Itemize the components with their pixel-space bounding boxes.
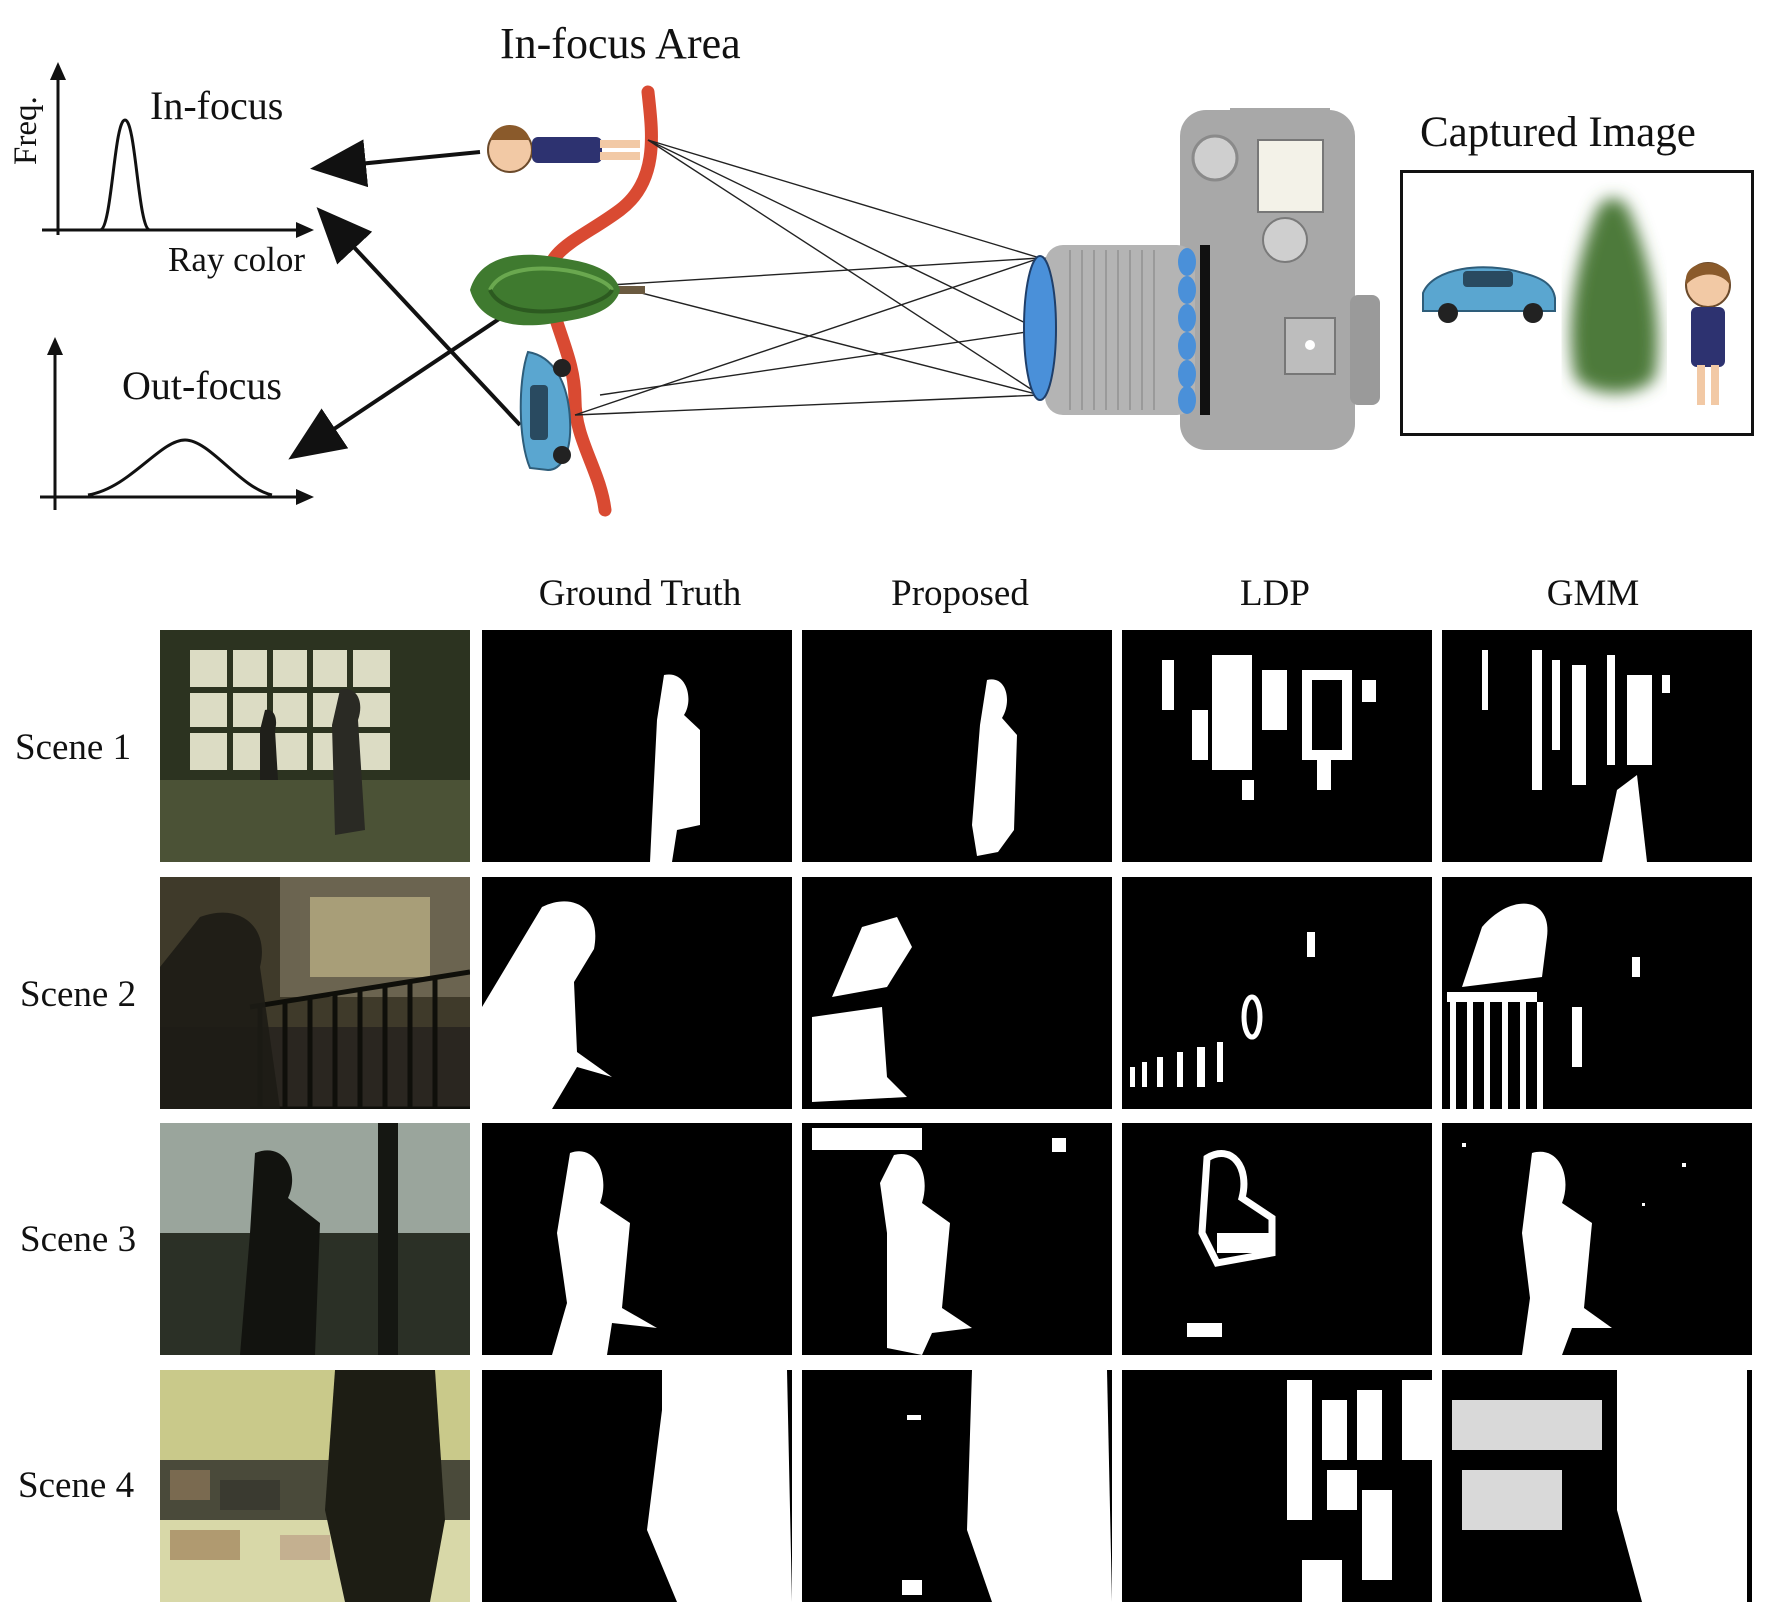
label-infocus: In-focus bbox=[150, 83, 284, 128]
scene-label-3: Scene 3 bbox=[20, 1219, 137, 1260]
axis-y-label: Freq. bbox=[8, 96, 44, 165]
scene-4-gmm-mask bbox=[1442, 1370, 1752, 1602]
infocus-area-title: In-focus Area bbox=[500, 19, 741, 68]
scene-2-gmm-mask bbox=[1442, 877, 1752, 1109]
scene-2-ground-truth-mask bbox=[482, 877, 792, 1109]
outfocus-histogram bbox=[40, 337, 314, 510]
scene-1-ldp-mask bbox=[1122, 630, 1432, 862]
scene-3-ground-truth-mask bbox=[482, 1123, 792, 1355]
scene-4-photo bbox=[160, 1370, 470, 1602]
scene-3-proposed-mask bbox=[802, 1123, 1112, 1355]
captured-image-frame bbox=[1400, 170, 1754, 436]
column-header-ground-truth: Ground Truth bbox=[538, 573, 742, 614]
scene-label-4: Scene 4 bbox=[18, 1465, 135, 1506]
tree-object bbox=[470, 254, 645, 326]
scene-4-ground-truth-mask bbox=[482, 1370, 792, 1602]
scene-2-photo bbox=[160, 877, 470, 1109]
column-header-gmm: GMM bbox=[1546, 573, 1640, 614]
scene-1-ground-truth-mask bbox=[482, 630, 792, 862]
scene-1-photo bbox=[160, 630, 470, 862]
camera bbox=[1023, 108, 1380, 450]
boy-object bbox=[487, 125, 640, 173]
ray-arrows bbox=[288, 139, 537, 460]
column-header-ldp: LDP bbox=[1240, 573, 1310, 614]
column-header-proposed: Proposed bbox=[891, 573, 1029, 614]
scene-3-photo bbox=[160, 1123, 470, 1355]
axis-x-label: Ray color bbox=[168, 240, 306, 279]
scene-label-1: Scene 1 bbox=[15, 727, 132, 768]
scene-2-proposed-mask bbox=[802, 877, 1112, 1109]
scene-3-ldp-mask bbox=[1122, 1123, 1432, 1355]
scene-2-ldp-mask bbox=[1122, 877, 1432, 1109]
scene-3-gmm-mask bbox=[1442, 1123, 1752, 1355]
scene-4-proposed-mask bbox=[802, 1370, 1112, 1602]
captured-image-title: Captured Image bbox=[1420, 109, 1696, 156]
scene-1-proposed-mask bbox=[802, 630, 1112, 862]
car-object bbox=[519, 350, 572, 472]
label-outfocus: Out-focus bbox=[122, 363, 282, 408]
infocus-histogram bbox=[42, 62, 314, 238]
captured-image-content bbox=[1422, 198, 1731, 405]
scene-1-gmm-mask bbox=[1442, 630, 1752, 862]
scene-4-ldp-mask bbox=[1122, 1370, 1432, 1602]
captured-car bbox=[1422, 266, 1556, 323]
captured-tree bbox=[1570, 198, 1658, 393]
scene-label-2: Scene 2 bbox=[20, 974, 137, 1015]
captured-boy bbox=[1685, 262, 1731, 405]
optics-diagram bbox=[40, 62, 1380, 517]
